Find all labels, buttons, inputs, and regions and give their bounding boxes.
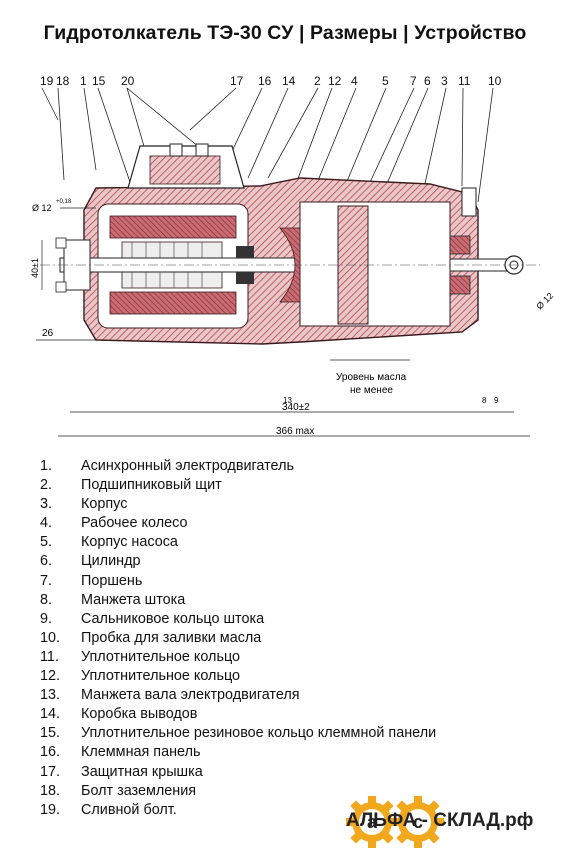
- brand-logo: a c: [346, 796, 444, 848]
- legend-item: 19.Сливной болт.: [40, 801, 177, 818]
- callout-6: 6: [424, 74, 431, 88]
- callout-14: 14: [282, 74, 296, 88]
- legend-item: 16.Клеммная панель: [40, 744, 201, 761]
- callout-18: 18: [56, 74, 70, 88]
- callout-7: 7: [410, 74, 417, 88]
- legend-item: 14.Коробка выводов: [40, 706, 198, 723]
- dim-diameter-left: Ø 12: [32, 203, 52, 213]
- parts-legend: 1.Асинхронный электродвигатель 2.Подшипн…: [40, 457, 436, 820]
- callout-4: 4: [351, 74, 358, 88]
- legend-item: 17.Защитная крышка: [40, 763, 203, 780]
- callout-1: 1: [80, 74, 87, 88]
- callout-10: 10: [488, 74, 502, 88]
- oil-level-line1: Уровень масла: [336, 372, 407, 383]
- callout-3: 3: [441, 74, 448, 88]
- callout-12: 12: [328, 74, 342, 88]
- dim-diameter-left-tol: +0,18: [56, 199, 72, 205]
- oil-level-line2: не менее: [350, 385, 393, 396]
- legend-item: 10.Пробка для заливки масла: [40, 629, 262, 646]
- legend-item: 4.Рабочее колесо: [40, 515, 188, 532]
- callout-16: 16: [258, 74, 272, 88]
- legend-item: 2.Подшипниковый щит: [40, 477, 222, 494]
- callout-19: 19: [40, 74, 54, 88]
- callout-13: 13: [283, 396, 292, 405]
- callout-15: 15: [92, 74, 106, 88]
- legend-item: 6.Цилиндр: [40, 553, 141, 570]
- svg-text:a: a: [367, 812, 378, 832]
- page-title: Гидротолкатель ТЭ-30 СУ | Размеры | Устр…: [43, 22, 527, 44]
- callout-numbers: 19 18 1 15 20 17 16 14 2 12 4 5 7 6 3 11…: [40, 74, 502, 88]
- legend-item: 8.Манжета штока: [40, 591, 186, 608]
- legend-item: 18.Болт заземления: [40, 782, 197, 799]
- legend-item: 3.Корпус: [40, 496, 128, 513]
- legend-item: 12.Уплотнительное кольцо: [40, 668, 241, 685]
- brand-name: АЛЬФА - СКЛАД.рф: [346, 810, 534, 831]
- callout-8: 8: [482, 396, 487, 405]
- callout-20: 20: [121, 74, 135, 88]
- callout-2: 2: [314, 74, 321, 88]
- svg-text:c: c: [413, 812, 423, 832]
- legend-item: 9.Сальниковое кольцо штока: [40, 610, 265, 627]
- legend-item: 15.Уплотнительное резиновое кольцо клемм…: [40, 725, 437, 742]
- dim-366: 366 max: [276, 426, 314, 437]
- callout-17: 17: [230, 74, 244, 88]
- legend-item: 11.Уплотнительное кольцо: [40, 648, 241, 665]
- legend-item: 1.Асинхронный электродвигатель: [40, 458, 294, 474]
- legend-item: 5.Корпус насоса: [40, 534, 178, 551]
- legend-item: 13.Манжета вала электродвигателя: [40, 687, 300, 704]
- callout-5: 5: [382, 74, 389, 88]
- dim-340: 340±2: [282, 402, 310, 413]
- device-drawing: 19 18 1 15 20 17 16 14 2 12 4 5 7 6 3 11…: [30, 74, 555, 437]
- dim-26: 26: [42, 328, 54, 339]
- legend-item: 7.Поршень: [40, 572, 143, 589]
- callout-11: 11: [458, 74, 471, 88]
- dim-40: 40±1: [30, 258, 40, 278]
- callout-9: 9: [494, 396, 499, 405]
- dim-diameter-right: Ø 12: [534, 291, 555, 312]
